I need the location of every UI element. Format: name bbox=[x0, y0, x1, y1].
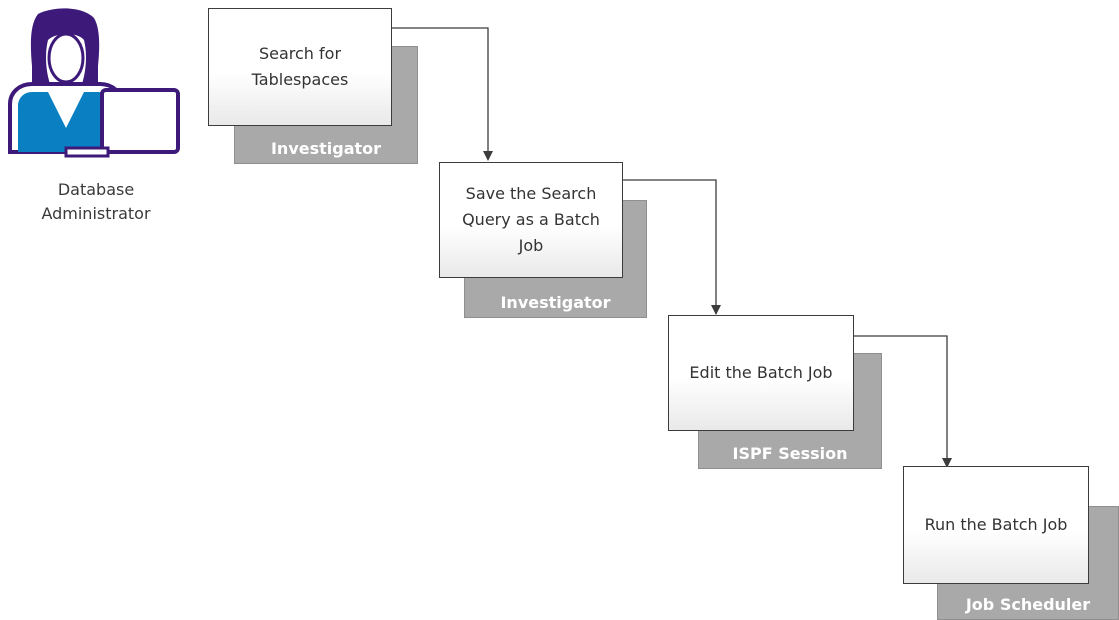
step-card: Save the Search Query as a Batch Job bbox=[439, 162, 623, 278]
step-card: Run the Batch Job bbox=[903, 466, 1089, 584]
step-card: Edit the Batch Job bbox=[668, 315, 854, 431]
connector-step3-step4 bbox=[852, 335, 952, 468]
step-card: Search for Tablespaces bbox=[208, 8, 392, 126]
step-edit-batch-job: ISPF Session Edit the Batch Job bbox=[668, 315, 882, 469]
database-administrator-icon bbox=[8, 8, 180, 158]
connector-step2-step3 bbox=[622, 179, 721, 315]
role-label: ISPF Session bbox=[732, 444, 848, 463]
step-save-search-query: Investigator Save the Search Query as a … bbox=[439, 162, 647, 318]
role-label: Investigator bbox=[500, 293, 611, 312]
connector-step1-step2 bbox=[392, 27, 493, 161]
role-label: Investigator bbox=[270, 139, 382, 158]
role-label: Job Scheduler bbox=[965, 595, 1091, 614]
step-run-batch-job: Job Scheduler Run the Batch Job bbox=[903, 466, 1119, 620]
actor-label: Database Administrator bbox=[41, 180, 151, 223]
step-search-for-tablespaces: Investigator Search for Tablespaces bbox=[208, 8, 418, 164]
